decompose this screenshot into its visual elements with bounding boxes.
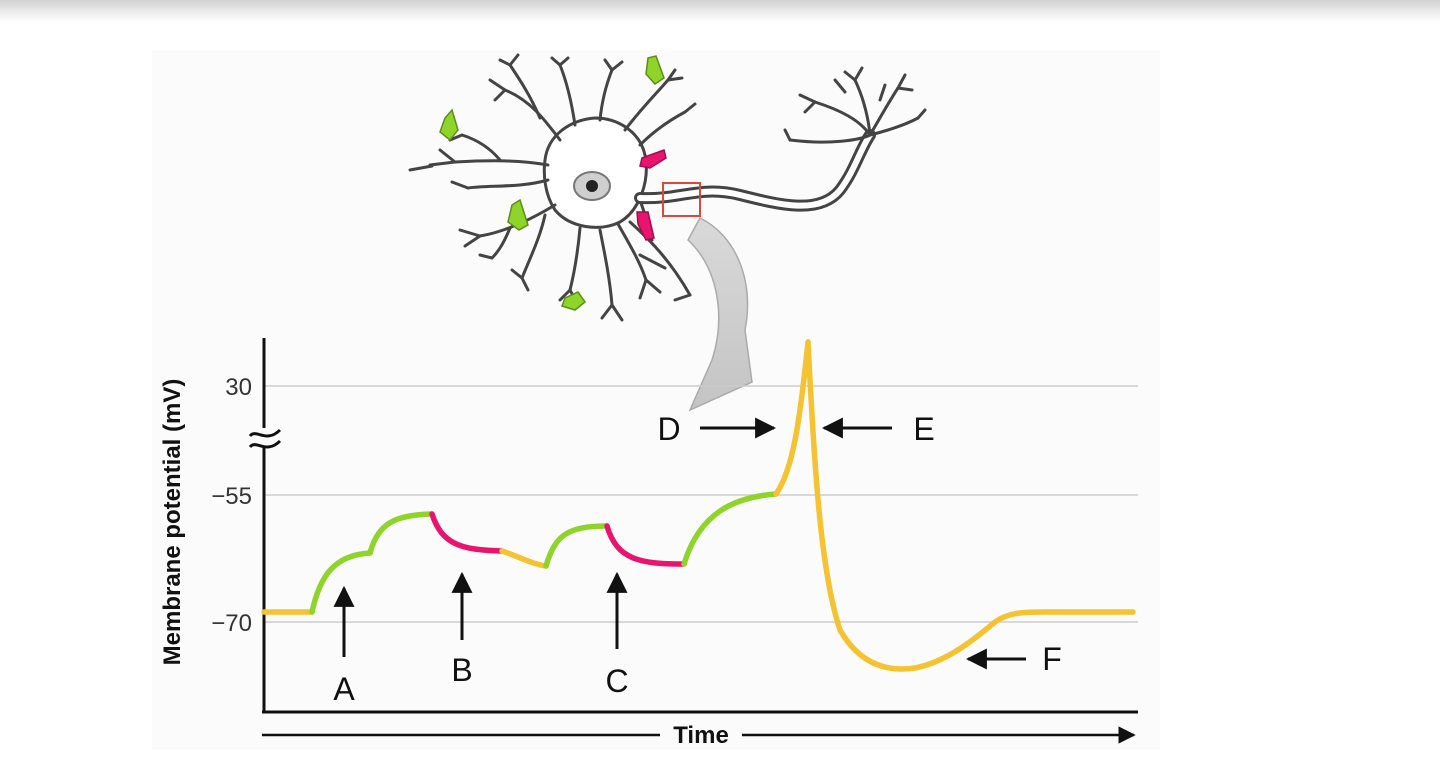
trace-repolarization	[805, 339, 1136, 672]
x-axis-label: Time	[673, 722, 729, 749]
neuron-nucleolus	[586, 180, 598, 192]
figure-background	[152, 50, 1160, 750]
neuron-illustration	[408, 53, 927, 412]
marker-label-f: F	[1042, 641, 1062, 677]
inhibitory-synapses	[636, 149, 667, 241]
trace-epsp-threshold	[681, 491, 779, 567]
neuron-dendrites	[408, 53, 697, 322]
marker-label-b: B	[451, 652, 472, 688]
tick-label-30: 30	[225, 374, 252, 401]
marker-arrows	[333, 417, 1026, 670]
trace-epsp-a-2	[367, 511, 435, 556]
marker-label-c: C	[605, 663, 628, 699]
marker-label-e: E	[913, 411, 934, 447]
excitatory-synapses	[439, 55, 665, 311]
marker-label-d: D	[657, 411, 680, 447]
membrane-potential-graph: 30 −55 −70 Membrane potential (mV) Time	[159, 338, 1138, 749]
y-axis-label: Membrane potential (mV)	[159, 379, 186, 666]
trace-ipsp-c	[604, 523, 687, 567]
axis-break-icon	[248, 428, 282, 449]
axon-hillock-focus-box	[662, 182, 701, 217]
potential-trace	[261, 339, 1136, 672]
trace-epsp-a-1	[309, 550, 373, 615]
marker-label-a: A	[333, 671, 355, 707]
axon-terminals	[783, 66, 927, 144]
tick-label-minus70: −70	[211, 610, 252, 637]
trace-ipsp-b	[429, 511, 505, 554]
tick-label-minus55: −55	[211, 483, 252, 510]
trace-depolarization	[773, 339, 811, 497]
zoom-arrow	[687, 217, 753, 412]
trace-epsp-2	[543, 523, 610, 569]
trace-decay-1	[499, 548, 549, 569]
window-top-edge	[0, 0, 1440, 22]
